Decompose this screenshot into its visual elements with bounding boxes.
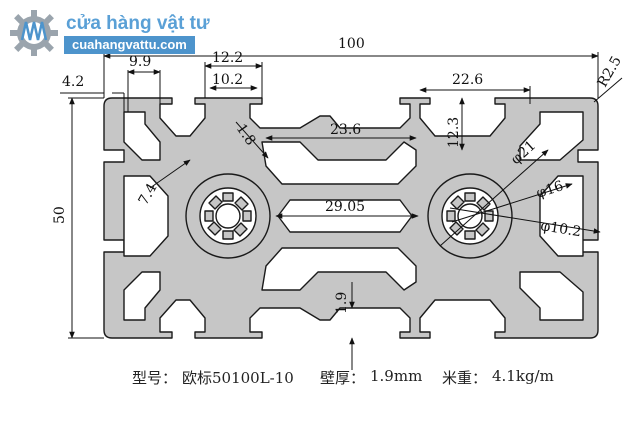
- dim-10-2-slot: 10.2: [212, 72, 243, 88]
- dim-1-9: 1.9: [334, 292, 350, 314]
- wall-label: 壁厚：: [320, 369, 366, 387]
- dim-23-6: 23.6: [330, 122, 361, 138]
- dimension-lines: [60, 52, 623, 370]
- brand-logo[interactable]: cửa hàng vật tư cuahangvattu.com: [8, 8, 210, 58]
- inner-cavities: [123, 111, 584, 321]
- dimension-labels: 100 50 4.2 9.9 12.2 10.2 1.8 23.6 22.6 R…: [52, 36, 625, 314]
- weight-label: 米重：: [442, 369, 488, 387]
- dim-4-2: 4.2: [62, 74, 84, 90]
- weight-value: 4.1kg/m: [492, 367, 554, 385]
- model-label: 型号：: [132, 369, 178, 387]
- dim-29-05: 29.05: [325, 199, 365, 215]
- brand-name: cửa hàng vật tư: [66, 13, 210, 34]
- dim-9-9: 9.9: [129, 54, 151, 70]
- dim-width-total: 100: [338, 36, 365, 52]
- wall-value: 1.9mm: [370, 367, 423, 385]
- dim-22-6: 22.6: [452, 72, 483, 88]
- model-value: 欧标50100L-10: [182, 369, 294, 387]
- left-center-bore: [185, 173, 271, 259]
- brand-website[interactable]: cuahangvattu.com: [64, 36, 195, 54]
- dim-12-2: 12.2: [212, 50, 243, 66]
- dim-height-total: 50: [52, 206, 68, 224]
- dim-r2-5: R2.5: [595, 54, 625, 90]
- dim-12-3: 12.3: [446, 117, 462, 148]
- dim-phi10-2: φ10.2: [539, 218, 582, 240]
- gear-icon: [10, 10, 58, 56]
